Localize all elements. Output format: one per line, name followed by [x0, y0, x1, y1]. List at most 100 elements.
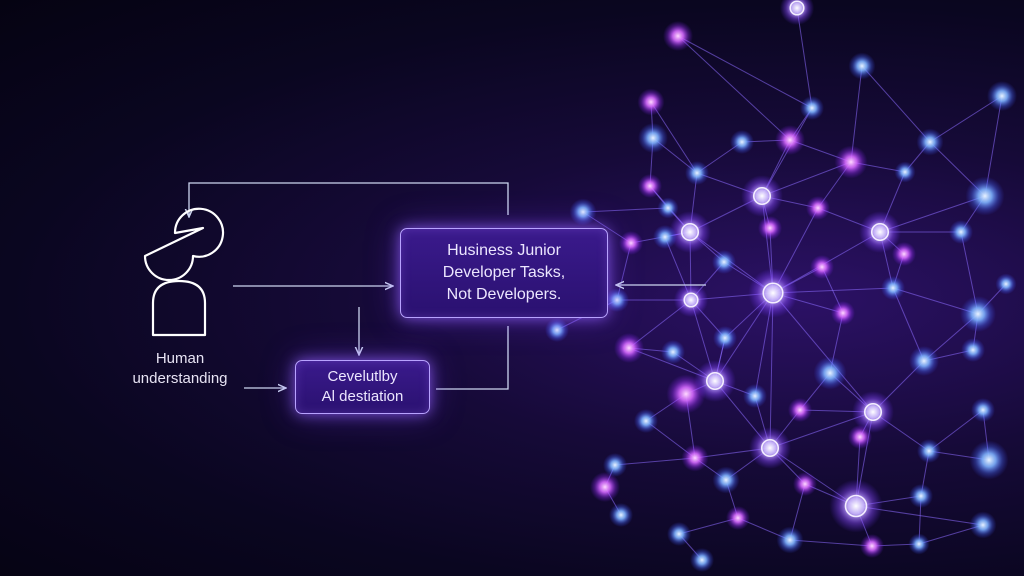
- network-node: [713, 326, 737, 350]
- network-edge: [650, 101, 698, 174]
- ai-to-main-line: [436, 326, 509, 390]
- network-node: [569, 198, 597, 226]
- network-node: [834, 145, 868, 179]
- network-hub-ring: [752, 186, 772, 206]
- network-node: [605, 288, 629, 312]
- network-node: [909, 484, 933, 508]
- neural-network-icon: [545, 0, 1017, 572]
- network-node: [813, 356, 847, 390]
- network-node: [776, 526, 804, 554]
- network-edge: [772, 292, 874, 413]
- network-node: [730, 130, 754, 154]
- network-node: [614, 333, 644, 363]
- network-node: [829, 479, 883, 533]
- network-node: [663, 21, 693, 51]
- network-node: [881, 276, 905, 300]
- network-node: [712, 466, 740, 494]
- ai-box-line-2: Al destiation: [321, 388, 404, 405]
- network-node: [667, 522, 691, 546]
- top-loop-arrow: [189, 182, 509, 217]
- person-speech-icon: [143, 207, 225, 337]
- head-speech-bubble: [143, 207, 225, 282]
- human-label: Human understanding: [118, 349, 242, 389]
- network-edge: [677, 35, 813, 109]
- network-node: [666, 374, 706, 414]
- network-node: [748, 268, 798, 318]
- network-hub-ring: [680, 222, 700, 242]
- network-node: [831, 301, 855, 325]
- network-node: [657, 197, 679, 219]
- network-node: [775, 125, 805, 155]
- network-hub-ring: [760, 438, 780, 458]
- network-node: [917, 439, 941, 463]
- network-node: [852, 391, 894, 433]
- ai-box-line-1: Cevelutlby: [327, 368, 398, 385]
- network-node: [712, 250, 736, 274]
- network-node: [638, 123, 668, 153]
- network-node: [860, 534, 884, 558]
- network-node: [892, 242, 916, 266]
- network-node: [690, 548, 714, 572]
- network-edge: [677, 35, 791, 141]
- network-node: [619, 231, 643, 255]
- network-edge: [861, 65, 931, 143]
- network-node: [634, 409, 658, 433]
- network-node: [726, 506, 750, 530]
- network-node: [788, 398, 812, 422]
- network-hub-ring: [683, 292, 699, 308]
- network-hub-ring: [705, 371, 725, 391]
- network-node: [965, 176, 1005, 216]
- network-hub-ring: [844, 494, 868, 518]
- main-task-box: Husiness Junior Developer Tasks, Not Dev…: [400, 228, 608, 318]
- network-hub-ring: [762, 282, 784, 304]
- network-node: [603, 453, 627, 477]
- network-node: [848, 52, 876, 80]
- main-box-line-3: Not Developers.: [446, 286, 562, 303]
- network-node: [894, 161, 916, 183]
- network-node: [779, 0, 815, 26]
- network-node: [806, 196, 830, 220]
- network-node: [638, 174, 662, 198]
- network-node: [949, 220, 973, 244]
- network-node: [969, 440, 1009, 480]
- person-body: [151, 279, 207, 337]
- network-node: [673, 282, 709, 318]
- network-hub-ring: [870, 222, 890, 242]
- network-node: [758, 216, 782, 240]
- human-label-line-2: understanding: [132, 370, 228, 387]
- network-node: [908, 533, 930, 555]
- network-node: [969, 511, 997, 539]
- human-label-line-1: Human: [155, 350, 205, 367]
- network-hub-ring: [789, 0, 805, 16]
- network-node: [848, 425, 872, 449]
- network-node: [661, 340, 685, 364]
- network-node: [590, 472, 620, 502]
- network-node: [909, 346, 939, 376]
- network-node: [741, 175, 783, 217]
- network-hub-ring: [863, 402, 883, 422]
- network-node: [669, 211, 711, 253]
- network-node: [685, 161, 709, 185]
- network-node: [749, 427, 791, 469]
- network-node: [916, 128, 944, 156]
- network-node: [971, 398, 995, 422]
- main-box-line-1: Husiness Junior: [447, 242, 561, 259]
- network-edge: [789, 539, 873, 547]
- network-node: [681, 444, 709, 472]
- network-node: [800, 96, 824, 120]
- network-node: [545, 318, 569, 342]
- network-node: [653, 225, 677, 249]
- network-node: [637, 88, 665, 116]
- network-node: [609, 503, 633, 527]
- network-node: [961, 338, 985, 362]
- network-node: [743, 384, 767, 408]
- network-node: [995, 273, 1017, 295]
- network-node: [960, 296, 996, 332]
- network-edge: [769, 292, 774, 449]
- network-node: [793, 472, 817, 496]
- network-node: [859, 211, 901, 253]
- connector-lines: [189, 182, 706, 390]
- network-node: [987, 81, 1017, 111]
- network-edge: [582, 207, 669, 213]
